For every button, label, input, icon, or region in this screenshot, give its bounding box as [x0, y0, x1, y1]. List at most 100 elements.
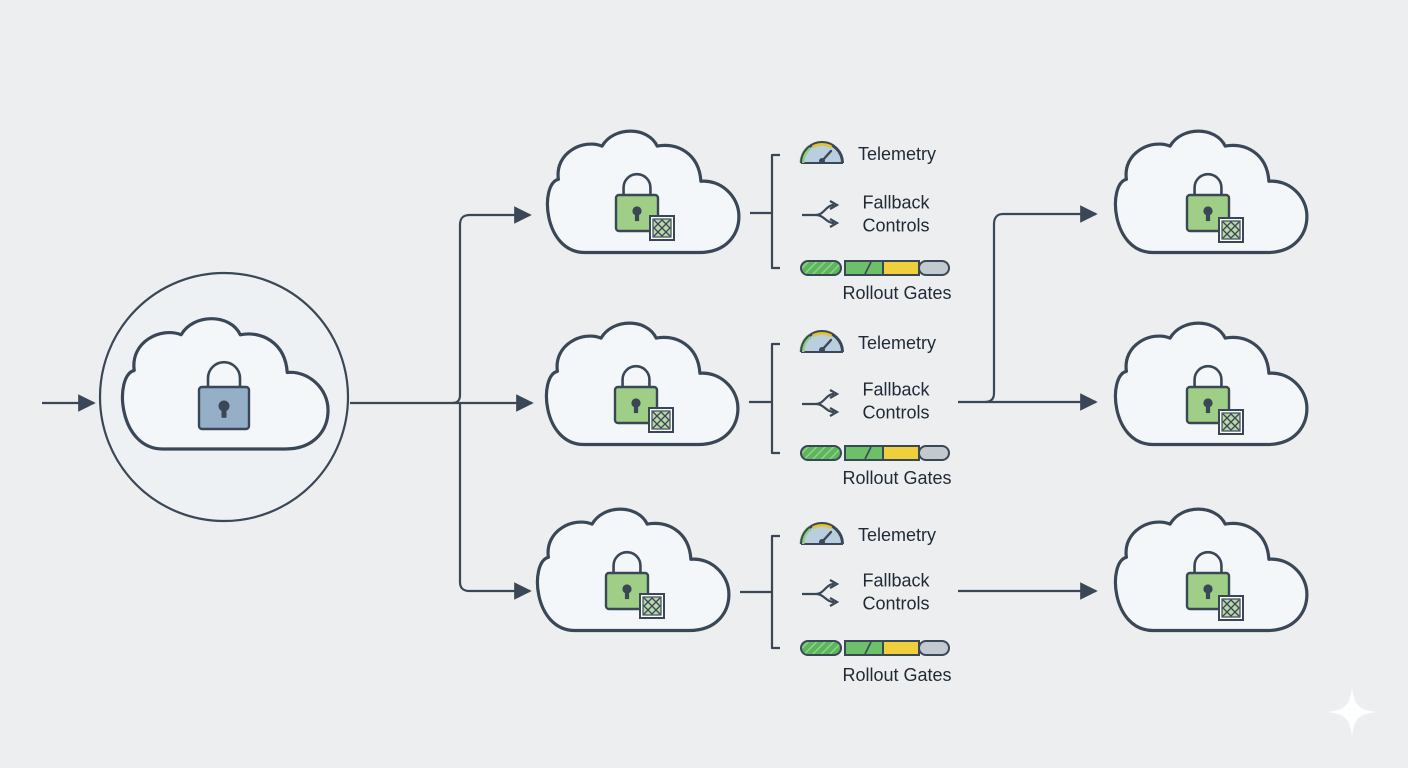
shackle: [612, 550, 642, 573]
chip-pattern: [652, 411, 670, 429]
bar-divider: [864, 641, 872, 655]
bar-segment-yellow: [882, 640, 920, 656]
fork-arrows-icon: [802, 200, 840, 228]
stage-lock-icon: [613, 364, 659, 425]
fork-lines: [802, 582, 835, 604]
chip-icon: [649, 215, 675, 241]
fork-arrow-top: [829, 579, 840, 589]
branch-arrow-bottom: [458, 403, 532, 600]
chip-pattern: [1222, 599, 1240, 617]
nodes: [98, 129, 1309, 633]
bar-segment-grey: [918, 260, 950, 276]
bar-segment-yellow: [882, 260, 920, 276]
gauge-hub: [819, 158, 825, 164]
fork-arrow-top: [829, 389, 840, 399]
rollout-gates-label: Rollout Gates: [842, 283, 951, 303]
cloud-shape: [545, 129, 741, 255]
cloud-shape: [535, 507, 731, 633]
shackle: [1193, 172, 1223, 195]
shackle: [206, 360, 242, 387]
fork-lines: [802, 392, 835, 414]
rollout-gates-label: Rollout Gates: [842, 468, 951, 488]
telemetry-label: Telemetry: [858, 144, 936, 164]
destination-3: [1113, 507, 1309, 633]
fork-arrows-icon: [802, 579, 840, 607]
destination-lock-icon: [1185, 364, 1231, 425]
source-lock-icon: [197, 360, 251, 431]
destination-cloud: [1113, 129, 1309, 255]
gauge-green-arc: [799, 526, 812, 545]
shackle: [621, 364, 651, 387]
branch-arrow-top: [350, 206, 532, 405]
gauge-green-arc: [799, 334, 812, 353]
chip-icon: [1218, 595, 1244, 621]
bar-segment-yellow: [882, 445, 920, 461]
chip-icon: [1218, 409, 1244, 435]
cloud-shape: [1113, 321, 1309, 447]
gauge-yellow-arc: [810, 140, 834, 149]
keyhole-slot: [624, 589, 630, 600]
gauge-rim: [800, 330, 844, 353]
bar-segment-green: [844, 445, 884, 461]
cloud-shape: [1113, 129, 1309, 255]
telemetry-label: Telemetry: [858, 525, 936, 545]
shackle: [1193, 364, 1223, 387]
chip-icon: [1218, 217, 1244, 243]
cloud-shape: [1113, 507, 1309, 633]
controls-bracket: [770, 153, 780, 270]
stage-cloud: [544, 321, 740, 447]
fork-arrows-icon: [802, 389, 840, 417]
chip-icon: [639, 593, 665, 619]
stage-3: [535, 507, 731, 633]
keyhole-slot: [634, 211, 640, 222]
gauge-hub: [819, 347, 825, 353]
progress-bar-icon: [800, 260, 950, 276]
bar-segment-green: [844, 260, 884, 276]
fork-arrow-bottom: [829, 218, 840, 228]
keyhole-slot: [1205, 211, 1211, 222]
keyhole-slot: [1205, 403, 1211, 414]
gauge-icon: [799, 521, 844, 545]
bar-segment-hatched: [800, 260, 842, 276]
bar-divider: [864, 261, 872, 275]
destination-2: [1113, 321, 1309, 447]
promote-arrow-top: [958, 205, 1098, 404]
controls-bracket: [770, 342, 780, 455]
shackle: [622, 172, 652, 195]
keyhole-slot: [1205, 589, 1211, 600]
chip-pattern: [1222, 221, 1240, 239]
gauge-icon: [799, 329, 844, 353]
bar-segment-grey: [918, 640, 950, 656]
fork-arrow-top: [829, 200, 840, 210]
progress-bar-icon: [800, 640, 950, 656]
chip-pattern: [643, 597, 661, 615]
controls-bracket: [770, 534, 780, 650]
stage-1: [545, 129, 741, 255]
stage-cloud: [535, 507, 731, 633]
chip-pattern: [1222, 413, 1240, 431]
keyhole-slot: [221, 406, 227, 418]
fork-arrow-bottom: [829, 407, 840, 417]
bar-segment-hatched: [800, 445, 842, 461]
stage-lock-icon: [604, 550, 650, 611]
bar-segment-grey: [918, 445, 950, 461]
connectors: [42, 153, 1098, 650]
cloud-shape: [544, 321, 740, 447]
destination-cloud: [1113, 507, 1309, 633]
gauge-hub: [819, 539, 825, 545]
stage-2: [544, 321, 740, 447]
gauge-yellow-arc: [810, 521, 834, 530]
destination-1: [1113, 129, 1309, 255]
bar-segment-hatched: [800, 640, 842, 656]
destination-cloud: [1113, 321, 1309, 447]
gauge-yellow-arc: [810, 329, 834, 338]
chip-pattern: [653, 219, 671, 237]
gauge-green-arc: [799, 145, 812, 164]
